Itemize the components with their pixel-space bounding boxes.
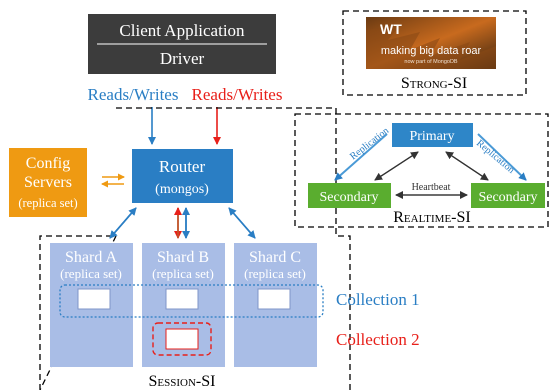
collection-2-label: Collection 2	[336, 330, 420, 349]
logo-subtagline: now part of MongoDB	[404, 59, 458, 65]
heartbeat-left-primary-arrow	[374, 151, 419, 181]
router-title: Router	[159, 157, 206, 176]
primary-label: Primary	[409, 129, 454, 144]
config-servers-line3: (replica set)	[18, 196, 77, 210]
logo-tagline: making big data roar	[381, 45, 482, 57]
client-application-box: Client Application Driver	[88, 14, 276, 74]
shard-c-doc-c1	[257, 288, 291, 310]
replication-right-label: Replication	[474, 138, 516, 176]
shard-c: Shard C (replica set)	[234, 243, 317, 367]
realtime-si-box: Primary Secondary Secondary Replication …	[294, 113, 549, 228]
shard-c-to-router-arrow	[228, 207, 256, 239]
secondary-left-node	[308, 183, 391, 208]
replication-right-arrow	[477, 133, 527, 181]
driver-label: Driver	[160, 49, 205, 68]
config-servers-line2: Servers	[24, 174, 72, 191]
shard-b-doc-c1	[165, 288, 199, 310]
shard-b: Shard B (replica set)	[142, 243, 225, 367]
secondary-right-label: Secondary	[478, 190, 537, 205]
realtime-si-label: Realtime-SI	[393, 209, 470, 226]
shard-a-title: Shard A	[65, 249, 117, 266]
router-box: Router (mongos)	[132, 149, 233, 203]
replication-left-arrow	[334, 133, 388, 181]
config-servers-line1: Config	[26, 155, 70, 172]
collection-1-label: Collection 1	[336, 290, 420, 309]
strong-si-box: WT making big data roar now part of Mong…	[342, 10, 527, 96]
logo-wordmark: WT	[380, 21, 402, 37]
replication-left-label: Replication	[348, 125, 391, 162]
reads-writes-blue-label: Reads/Writes	[88, 85, 179, 104]
heartbeat-label: Heartbeat	[412, 182, 451, 193]
reads-writes-red-label: Reads/Writes	[192, 85, 283, 104]
shard-a-doc-c1	[77, 288, 111, 310]
shard-b-doc-c2	[165, 328, 199, 350]
secondary-left-label: Secondary	[319, 190, 378, 205]
shard-c-title: Shard C	[249, 249, 301, 266]
router-subtitle: (mongos)	[155, 182, 209, 197]
shard-a-to-router-arrow	[109, 207, 137, 239]
wiredtiger-logo: WT making big data roar now part of Mong…	[366, 17, 496, 69]
shard-b-title: Shard B	[157, 249, 209, 266]
primary-node	[392, 123, 473, 147]
heartbeat-right-primary-arrow	[445, 151, 489, 181]
config-servers-box: Config Servers (replica set)	[9, 148, 87, 217]
shard-b-subtitle: (replica set)	[152, 266, 214, 281]
strong-si-label: Strong-SI	[401, 75, 467, 92]
client-application-title: Client Application	[119, 21, 245, 40]
session-si-label: Session-SI	[149, 373, 216, 390]
shard-c-subtitle: (replica set)	[244, 266, 306, 281]
collection-2-outline	[152, 322, 212, 356]
collection-1-outline	[59, 284, 324, 318]
secondary-right-node	[471, 183, 545, 208]
shard-a: Shard A (replica set)	[50, 243, 133, 367]
shard-a-subtitle: (replica set)	[60, 266, 122, 281]
